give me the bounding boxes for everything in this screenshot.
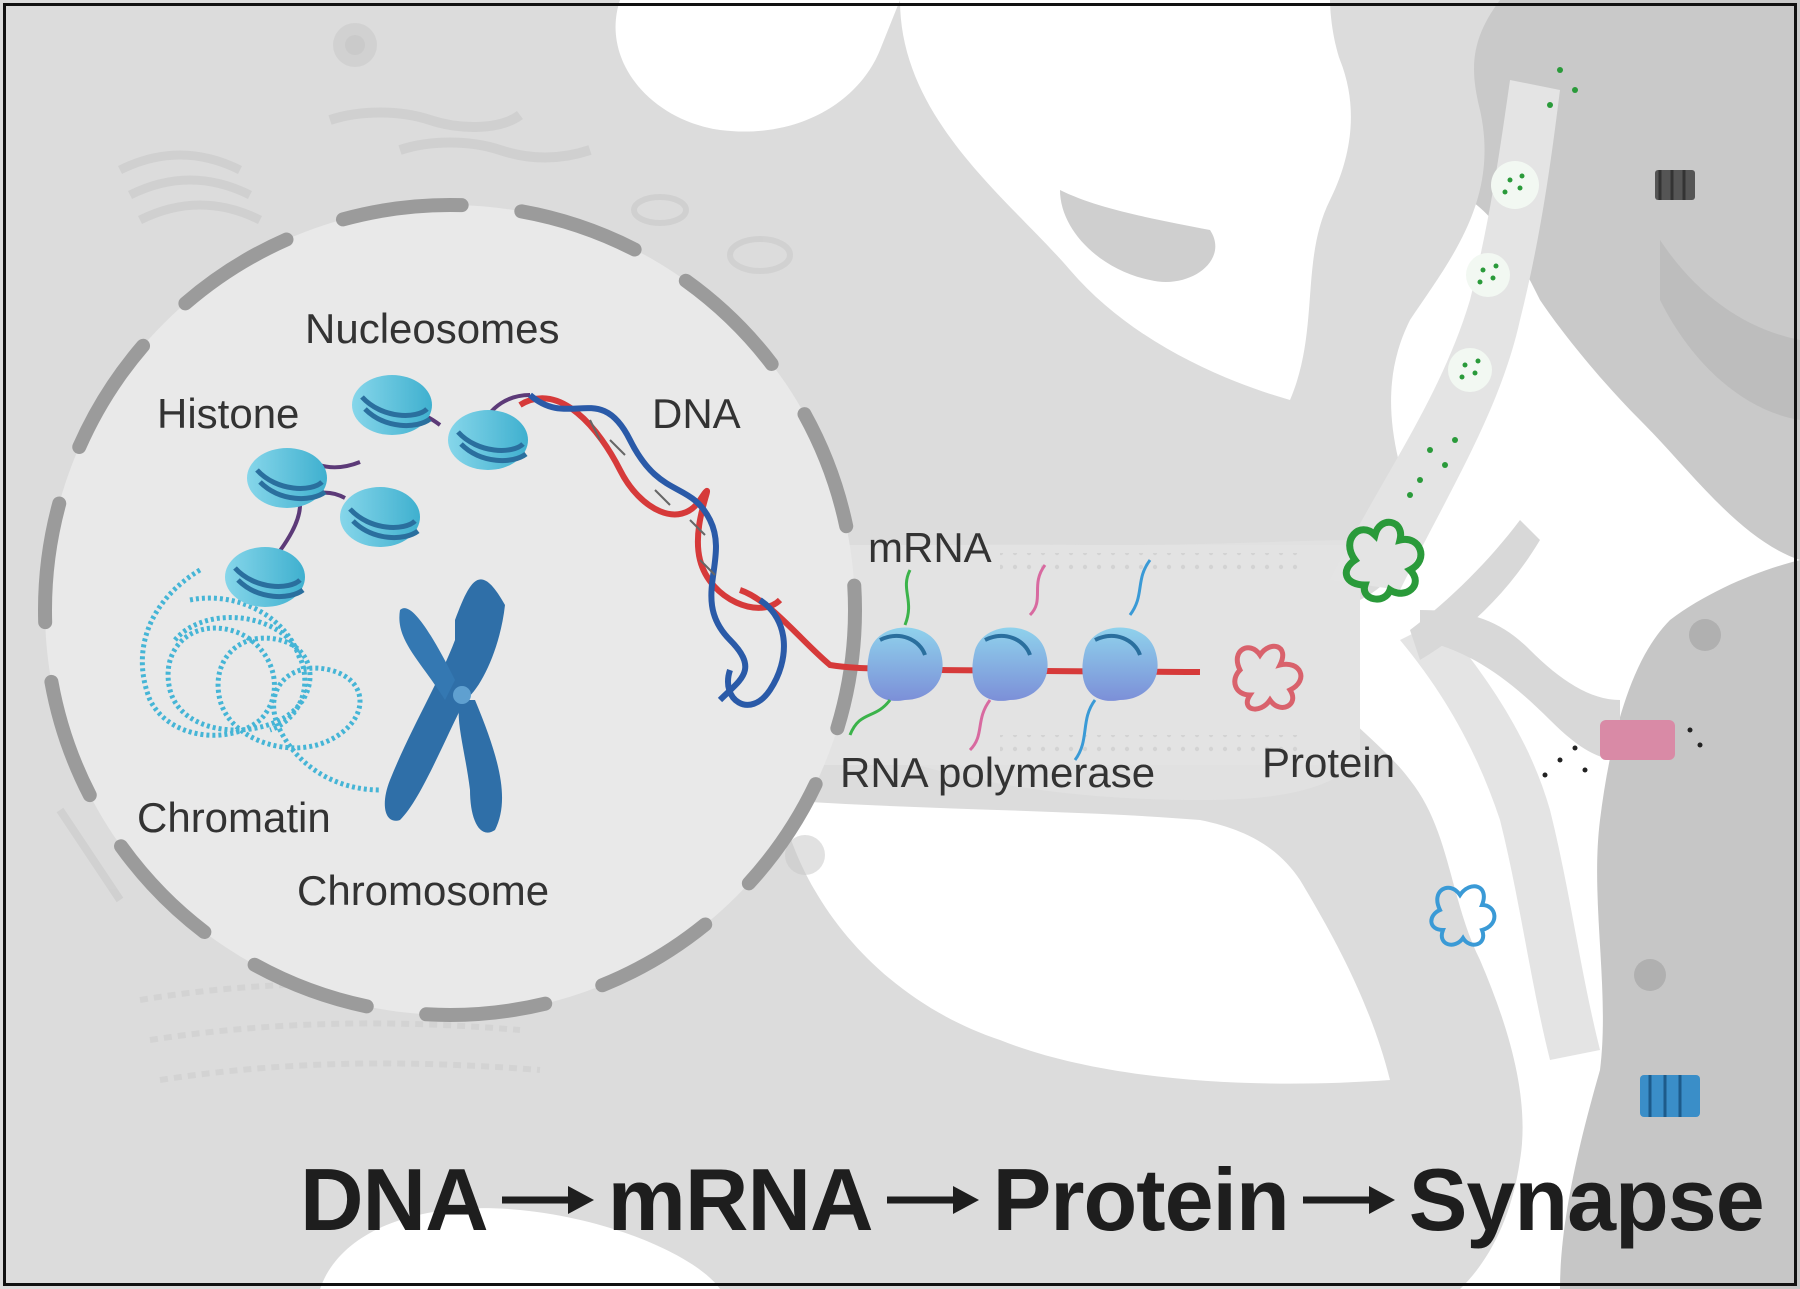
label-histone: Histone: [157, 390, 300, 437]
arrow-right-icon: [501, 1186, 594, 1214]
rna-polymerase-icon: [972, 627, 1048, 701]
protein-icon: [1342, 518, 1425, 603]
axon-trunk: [780, 545, 1360, 765]
label-dna: DNA: [652, 390, 741, 437]
flow-step-dna: DNA: [300, 1150, 489, 1249]
chromosome-icon: [384, 579, 505, 833]
flow-step-synapse: Synapse: [1408, 1150, 1765, 1249]
arrow-right-icon: [1302, 1186, 1395, 1214]
mrna-strand-icon: [848, 559, 1152, 761]
flow-step-protein: Protein: [992, 1150, 1290, 1249]
dna-helix-icon: [518, 392, 1201, 708]
ion-channel-icon: [1542, 720, 1703, 778]
central-dogma-flow: DNA mRNA Protein Synapse: [300, 1145, 1765, 1255]
nucleus: [45, 205, 855, 1015]
chromatin-coil-icon: [139, 567, 381, 793]
flow-step-mrna: mRNA: [607, 1150, 874, 1249]
rna-polymerase-icon: [1082, 627, 1158, 701]
label-mrna: mRNA: [868, 524, 992, 571]
label-protein: Protein: [1262, 739, 1396, 786]
myelin-dots-lower: [1000, 735, 1300, 757]
dendrite-branches: [1330, 80, 1620, 1060]
label-nucleosomes: Nucleosomes: [305, 305, 560, 352]
histone-icon: [340, 487, 420, 547]
protein-icon: [1429, 884, 1497, 947]
myelin-dots-upper: [1000, 553, 1300, 575]
nuclear-envelope: [38, 198, 862, 1022]
protein-icon: [1232, 643, 1304, 712]
label-rna-polymerase: RNA polymerase: [840, 749, 1156, 796]
label-chromosome: Chromosome: [297, 867, 550, 914]
receptor-icon: [1640, 1075, 1700, 1117]
histone-icon: [448, 410, 528, 470]
arrow-right-icon: [886, 1186, 979, 1214]
histone-icon: [352, 375, 432, 435]
vesicle-icon: [1407, 67, 1578, 498]
rna-polymerase-icon: [867, 627, 943, 701]
histone-icon: [225, 547, 305, 607]
histone-icon: [247, 448, 327, 508]
label-chromatin: Chromatin: [137, 794, 331, 841]
receptor-icon: [1655, 170, 1695, 200]
